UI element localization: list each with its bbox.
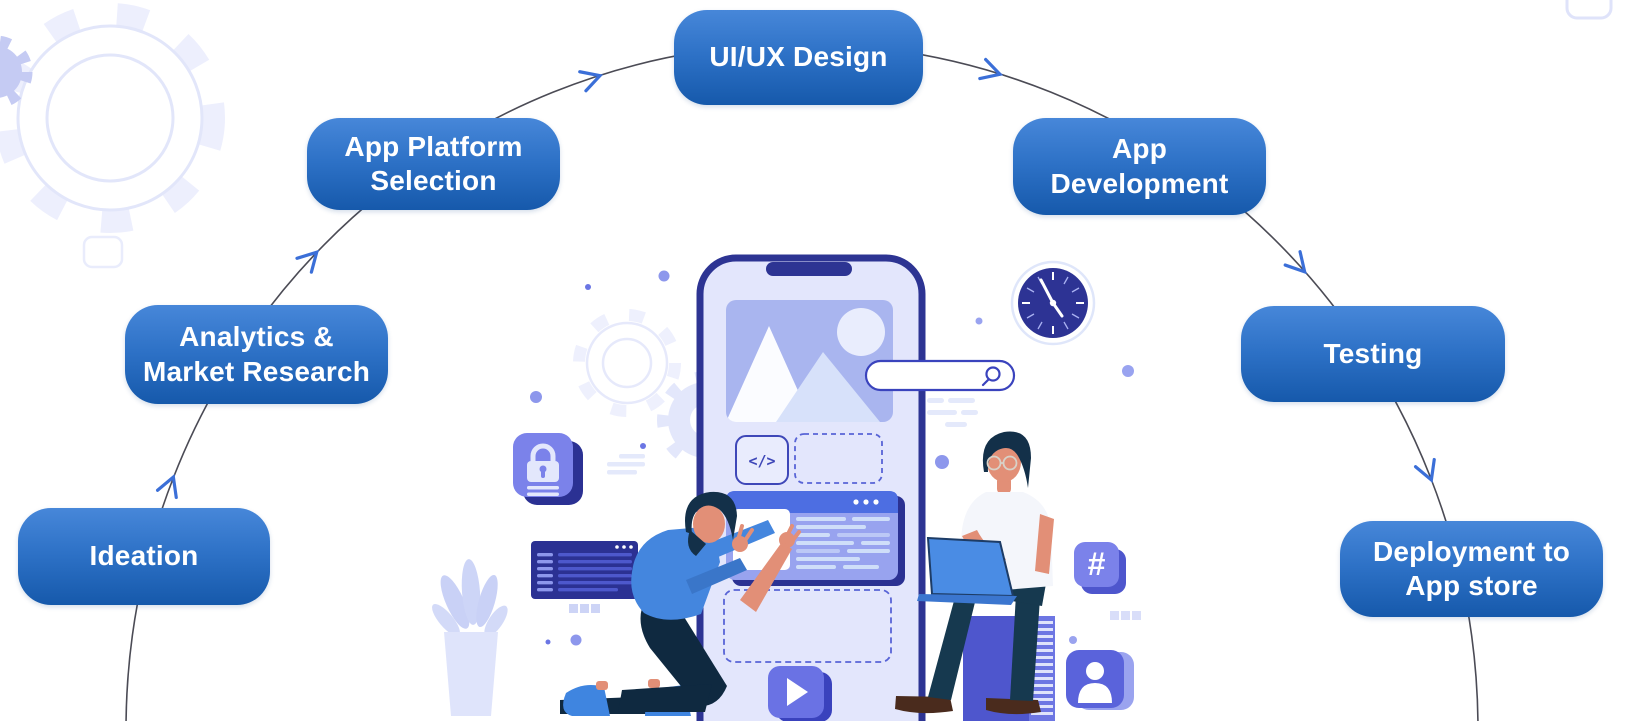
mountains-icon [726, 308, 885, 422]
stage-label: Deployment to App store [1372, 535, 1571, 601]
play-button-icon [768, 666, 832, 721]
small-gear-outline-icon [573, 309, 681, 417]
dashed-placeholder [794, 433, 883, 484]
stage-pill-app-development: App Development [1013, 118, 1266, 215]
decor-dots [530, 270, 1134, 646]
flow-arrow-icon [155, 473, 178, 500]
terminal-window-icon [531, 541, 638, 613]
flow-arrow-icon [295, 249, 319, 274]
code-lines [796, 517, 890, 569]
stage-pill-deployment-app-store: Deployment to App store [1340, 521, 1603, 617]
lock-icon [513, 433, 583, 505]
hash-icon: # [1074, 542, 1126, 594]
decor-squares [1110, 611, 1141, 620]
phone-notch [766, 262, 852, 276]
svg-text:#: # [1088, 546, 1106, 582]
phone-illustration: </> [696, 254, 926, 721]
flow-arrow-icon [578, 70, 604, 93]
flow-arrow-icon [1283, 250, 1307, 275]
developer-left [560, 491, 801, 716]
user-icon [1066, 650, 1134, 710]
image-placeholder [726, 300, 893, 422]
browser-window [726, 491, 905, 586]
search-icon [981, 366, 1001, 387]
stage-label: UI/UX Design [709, 41, 888, 73]
svg-text:</>: </> [748, 452, 775, 470]
stage-pill-app-platform-selection: App Platform Selection [307, 118, 560, 210]
stage-label: Testing [1323, 337, 1423, 369]
background-decor [0, 0, 1613, 269]
stage-pill-ideation: Ideation [18, 508, 270, 605]
decor-squares [569, 604, 600, 613]
background-gear-icon [0, 3, 225, 233]
clock-icon [1010, 260, 1096, 346]
developer-right [895, 431, 1054, 715]
central-illustration: </> [432, 254, 1141, 721]
decor-square-outline [1565, 0, 1613, 20]
decor-square-outline [82, 235, 124, 269]
stage-label: Analytics & Market Research [142, 321, 371, 387]
flow-arrow-icon [1413, 457, 1436, 484]
dashed-placeholder [723, 589, 892, 663]
stage-label: App Platform Selection [344, 130, 523, 196]
decor-line-marks [607, 398, 978, 475]
stage-label: App Development [1050, 133, 1229, 199]
stage-pill-testing: Testing [1241, 306, 1505, 402]
flow-arrow-icon [978, 57, 1004, 81]
search-bar [864, 359, 1016, 392]
stage-label: Ideation [89, 540, 199, 572]
gear-fragment-icon [0, 35, 33, 109]
plant-icon [432, 559, 508, 716]
stage-pill-uiux-design: UI/UX Design [674, 10, 923, 105]
code-icon: </> [735, 435, 789, 485]
stage-pill-analytics-market-research: Analytics & Market Research [125, 305, 388, 404]
